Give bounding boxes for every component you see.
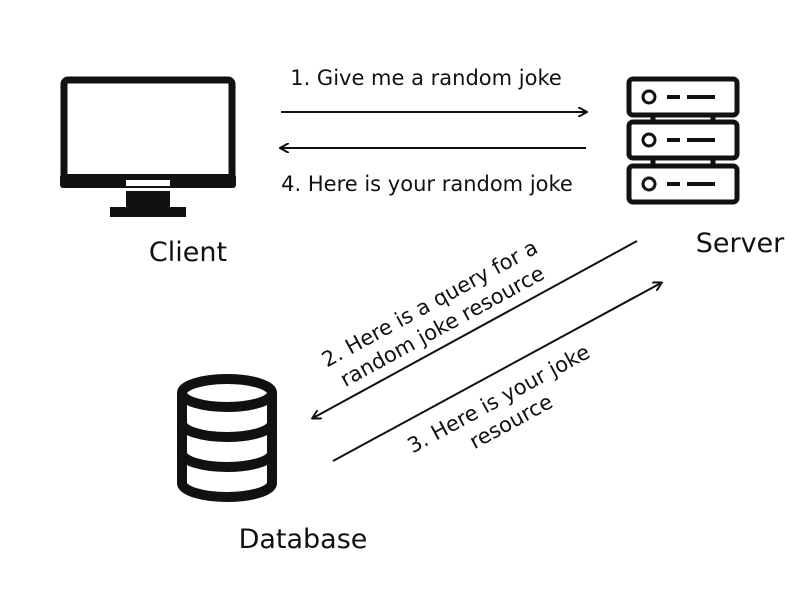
arrow-database-to-server [332, 283, 661, 462]
arrow-server-to-database [313, 240, 638, 418]
database-icon [177, 374, 277, 502]
client-label: Client [149, 237, 227, 268]
server-label: Server [696, 228, 785, 259]
message-4-label: 4. Here is your random joke [281, 172, 573, 196]
message-1-label: 1. Give me a random joke [290, 66, 562, 90]
server-rack-icon [626, 76, 740, 205]
monitor-icon [60, 76, 236, 217]
database-label: Database [239, 524, 368, 555]
